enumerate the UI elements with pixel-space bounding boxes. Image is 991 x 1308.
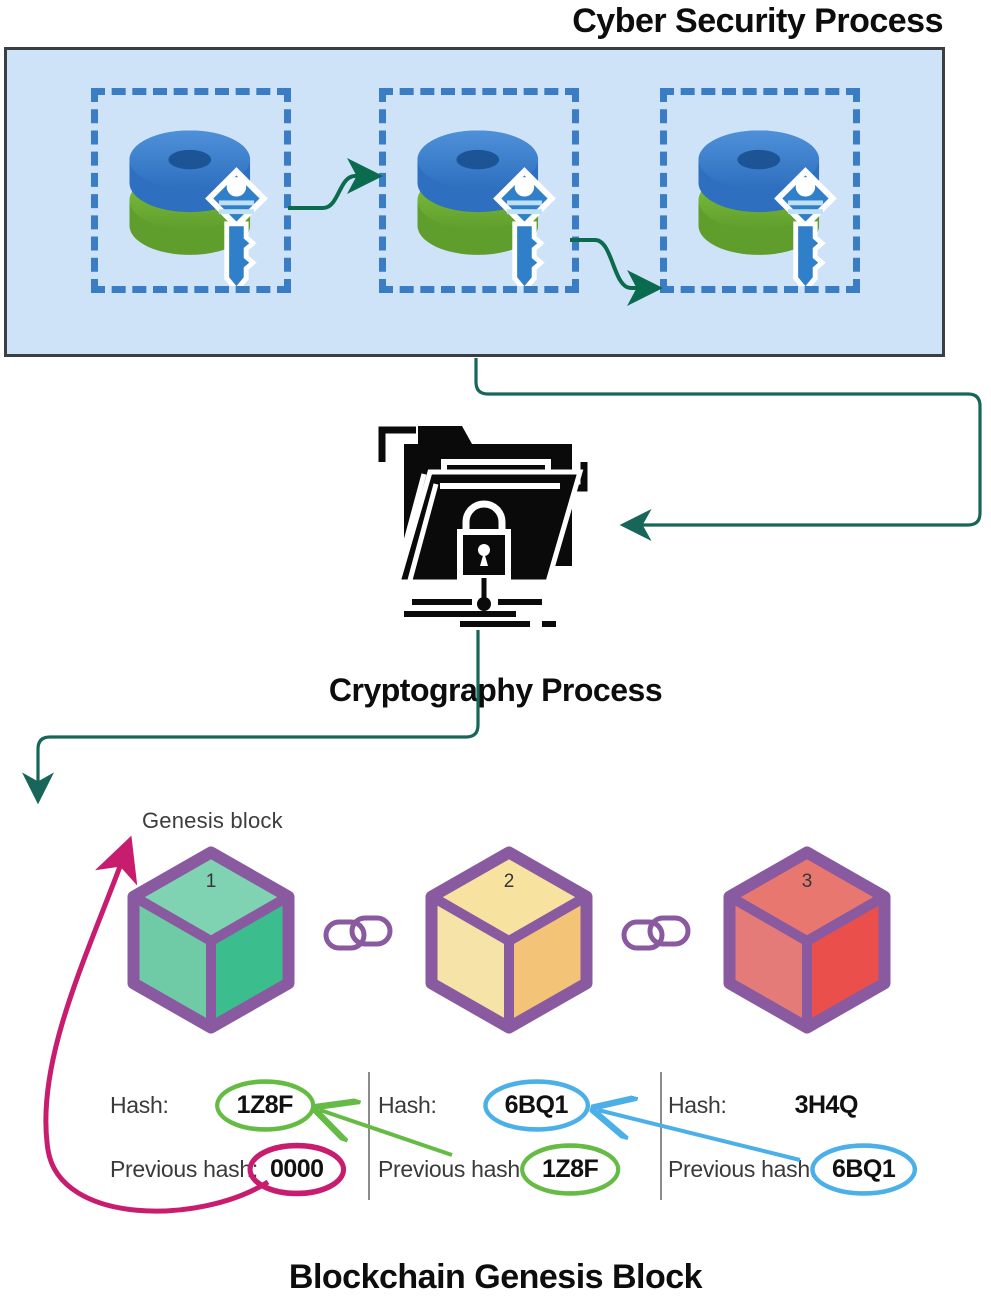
genesis-block-label: Genesis block xyxy=(142,808,283,833)
previous-hash-row: Previous hash: 0000 xyxy=(110,1142,347,1197)
previous-hash-value-cell: 0000 xyxy=(247,1142,347,1197)
hash-row: Hash: 1Z8F xyxy=(110,1079,315,1132)
secure-folder-lock-icon xyxy=(378,426,588,627)
block-cube-3: 3 xyxy=(718,845,896,1035)
previous-hash-row: Previous hash: 1Z8F xyxy=(378,1143,621,1196)
database-key-icon xyxy=(129,130,268,286)
block-cube-2: 2 xyxy=(420,845,598,1035)
hash-column-2: Hash: 6BQ1 Previous hash: 1Z8F xyxy=(378,1060,668,1220)
cyber-security-panel xyxy=(4,47,945,357)
hash-value-cell: 3H4Q xyxy=(785,1088,868,1123)
cyber-node-2 xyxy=(379,88,579,293)
cube-shape xyxy=(723,846,891,1034)
hash-label: Hash: xyxy=(668,1092,727,1118)
database-key-icon xyxy=(698,130,837,286)
hash-label: Hash: xyxy=(378,1092,437,1118)
database-key-icon xyxy=(417,130,556,286)
previous-hash-value-text: 1Z8F xyxy=(541,1155,599,1183)
page-title-blockchain: Blockchain Genesis Block xyxy=(288,1258,703,1296)
previous-hash-value-text: 0000 xyxy=(269,1155,324,1183)
cyber-arrow-2 xyxy=(570,238,663,306)
previous-hash-label: Previous hash: xyxy=(378,1156,526,1182)
section-title-cryptography: Cryptography Process xyxy=(328,672,663,708)
previous-hash-label: Previous hash: xyxy=(668,1156,816,1182)
hash-row: Hash: 3H4Q xyxy=(668,1088,868,1123)
cyber-node-1 xyxy=(91,88,291,293)
previous-hash-value-cell: 1Z8F xyxy=(520,1143,621,1196)
page-title-cyber-security: Cyber Security Process xyxy=(572,2,943,40)
previous-hash-row: Previous hash: 6BQ1 xyxy=(668,1143,918,1196)
hash-value-cell: 1Z8F xyxy=(214,1079,315,1132)
hash-value-cell: 6BQ1 xyxy=(482,1079,590,1132)
hash-row: Hash: 6BQ1 xyxy=(378,1079,590,1132)
hash-table: Hash: 1Z8F Previous hash: 0000 xyxy=(0,1060,991,1220)
block-cube-1: 1 xyxy=(122,845,300,1035)
cyber-inner-arrows xyxy=(288,158,663,306)
previous-hash-value-cell: 6BQ1 xyxy=(810,1143,918,1196)
connector-folder-to-blockchain xyxy=(22,630,480,805)
cube-shape xyxy=(425,846,593,1034)
cyber-arrow-1 xyxy=(288,158,383,210)
chain-link-icon xyxy=(323,915,393,951)
hash-column-3: Hash: 3H4Q Previous hash: 6BQ1 xyxy=(668,1060,958,1220)
hash-value-text: 3H4Q xyxy=(794,1091,859,1119)
hash-value-text: 6BQ1 xyxy=(504,1091,569,1119)
hash-column-1: Hash: 1Z8F Previous hash: 0000 xyxy=(110,1060,400,1220)
previous-hash-value-text: 6BQ1 xyxy=(831,1155,896,1183)
chain-link-icon xyxy=(621,915,691,951)
hash-value-text: 1Z8F xyxy=(236,1091,294,1119)
previous-hash-label: Previous hash: xyxy=(110,1156,258,1182)
cube-shape xyxy=(127,846,295,1034)
cyber-node-3 xyxy=(660,88,860,293)
hash-label: Hash: xyxy=(110,1092,169,1118)
